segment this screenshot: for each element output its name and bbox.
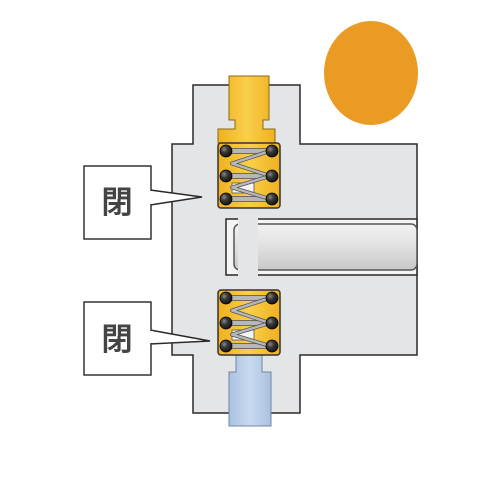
callout-bottom-box bbox=[83, 301, 152, 376]
spring-coil bbox=[230, 296, 271, 325]
lower-valve-ball bbox=[219, 291, 233, 305]
upper-check-valve bbox=[217, 142, 281, 209]
upper-valve-ball bbox=[265, 192, 279, 206]
status-indicator-circle bbox=[324, 21, 418, 125]
inlet-channel-fluid bbox=[228, 354, 272, 427]
lower-valve-ball bbox=[219, 339, 233, 353]
upper-valve-ball bbox=[219, 192, 233, 206]
lower-valve-ball bbox=[265, 339, 279, 353]
upper-valve-ball bbox=[219, 169, 233, 183]
lower-valve-ball bbox=[265, 291, 279, 305]
lower-valve-spring bbox=[223, 295, 275, 349]
lower-check-valve bbox=[217, 289, 281, 356]
chamber-fluid bbox=[238, 208, 258, 290]
upper-valve-ball bbox=[265, 169, 279, 183]
callout-top-label: 閉 bbox=[102, 185, 133, 221]
spring-coil bbox=[230, 321, 271, 348]
upper-valve-ball bbox=[265, 144, 279, 158]
lower-valve-ball bbox=[219, 316, 233, 330]
spring-coil bbox=[230, 174, 271, 201]
upper-valve-ball bbox=[219, 144, 233, 158]
lower-valve-ball bbox=[265, 316, 279, 330]
callout-top-valve: 閉 bbox=[83, 165, 203, 240]
piston-rod bbox=[233, 223, 418, 271]
callout-bottom-label: 閉 bbox=[102, 322, 133, 358]
callout-bottom-valve: 閉 bbox=[83, 301, 211, 376]
spring-coil bbox=[230, 149, 271, 178]
